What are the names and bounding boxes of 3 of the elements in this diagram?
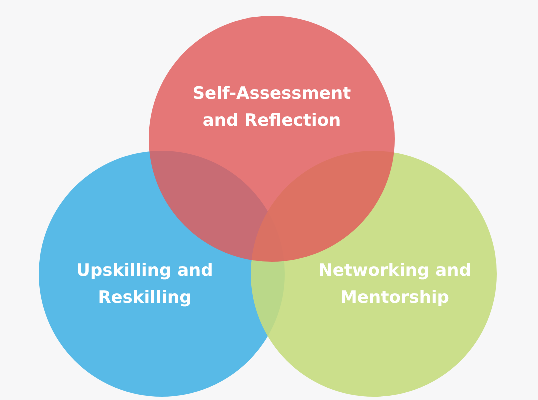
circle-label: Self-Assessment and Reflection bbox=[192, 83, 352, 133]
circle-label: Upskilling and Reskilling bbox=[76, 260, 214, 310]
circle-label: Networking and Mentorship bbox=[318, 260, 472, 310]
